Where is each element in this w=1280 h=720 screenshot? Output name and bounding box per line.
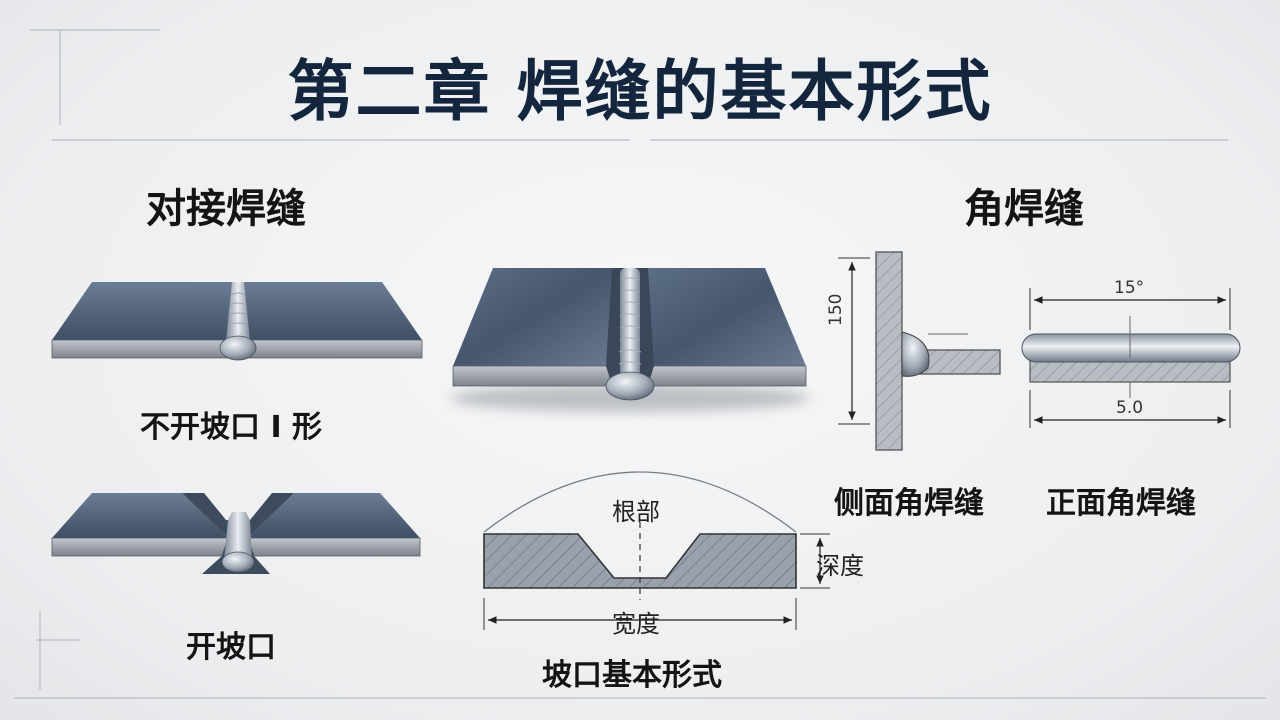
side-fillet-label: 侧面角焊缝	[834, 486, 984, 521]
butt-weld-large-illustration	[450, 268, 810, 412]
groove-label: 开坡口	[186, 630, 276, 665]
side-dimension: 150	[826, 293, 846, 326]
fillet-weld-heading: 角焊缝	[964, 186, 1084, 232]
depth-label: 深度	[816, 552, 864, 580]
butt-weld-heading: 对接焊缝	[146, 186, 306, 232]
groove-butt-weld-illustration	[51, 493, 421, 574]
groove-section-diagram	[483, 471, 830, 630]
slide-title: 第二章 焊缝的基本形式	[287, 53, 993, 130]
front-top-dimension: 15°	[1114, 278, 1145, 298]
width-label: 宽度	[612, 610, 660, 638]
groove-caption: 坡口基本形式	[542, 658, 722, 693]
front-fillet-weld-diagram	[1021, 288, 1241, 428]
front-bottom-dimension: 5.0	[1116, 398, 1144, 418]
i-type-label: 不开坡口 I 形	[140, 410, 323, 445]
frame-lines	[14, 29, 1266, 699]
root-label: 根部	[612, 498, 660, 526]
front-fillet-label: 正面角焊缝	[1046, 486, 1196, 521]
side-fillet-weld-diagram	[838, 251, 1001, 451]
i-type-butt-weld-illustration	[51, 282, 423, 361]
